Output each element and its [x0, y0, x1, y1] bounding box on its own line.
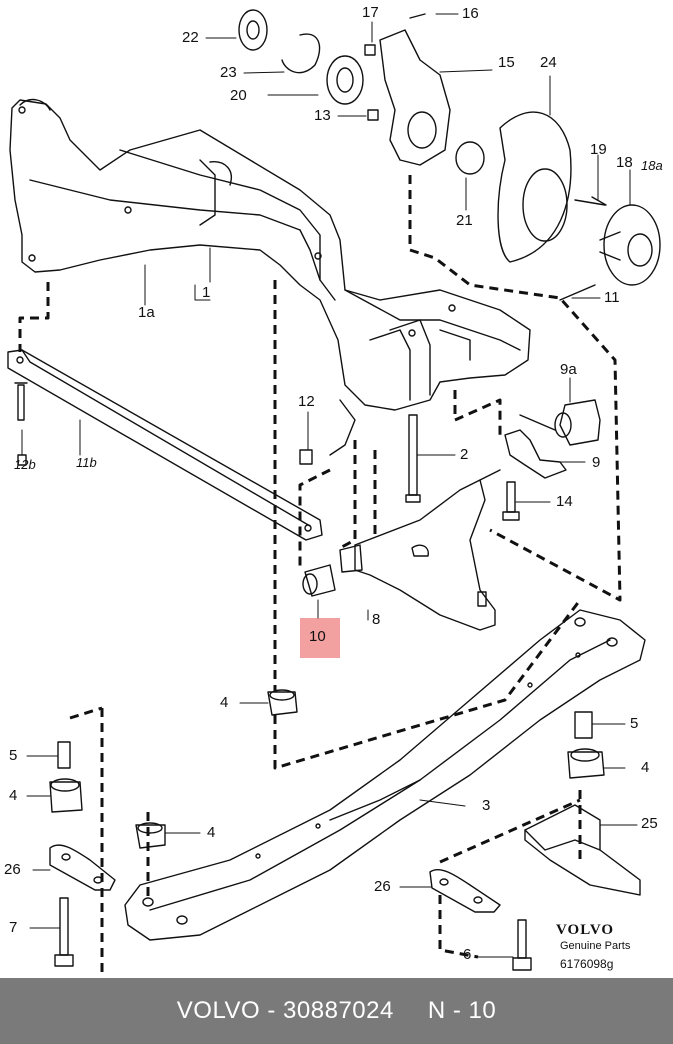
callout-18a: 18a	[641, 158, 663, 173]
callout-9a: 9a	[560, 361, 577, 378]
callout-16: 16	[462, 5, 479, 22]
footer-brand: VOLVO	[176, 997, 261, 1024]
callout-11b: 11b	[76, 455, 97, 470]
callout-4-lower: 4	[207, 824, 216, 841]
volvo-logo-text: VOLVO	[556, 922, 615, 938]
callout-8: 8	[372, 611, 381, 628]
callout-10: 10	[309, 628, 326, 645]
callout-14: 14	[556, 493, 573, 510]
part-footer-bar: VOLVO - 30887024 N - 10	[0, 978, 673, 1044]
callout-1a: 1a	[138, 304, 155, 321]
callout-6: 6	[463, 946, 472, 963]
callout-19: 19	[590, 141, 607, 158]
callout-4-center: 4	[220, 694, 229, 711]
callout-26-right: 26	[374, 878, 391, 895]
footer-position: N - 10	[427, 997, 497, 1024]
callout-5-left: 5	[9, 747, 18, 764]
callout-26-left: 26	[4, 861, 21, 878]
footer-sep: -	[260, 997, 284, 1024]
genuine-parts-text: Genuine Parts	[560, 940, 631, 952]
rear-crossmember	[124, 609, 646, 941]
callout-3: 3	[482, 797, 491, 814]
callout-24: 24	[540, 54, 557, 71]
callout-4-left: 4	[9, 787, 18, 804]
callout-12: 12	[298, 393, 315, 410]
callout-11: 11	[604, 289, 620, 306]
callout-22: 22	[182, 29, 199, 46]
hub-knuckle	[238, 9, 661, 301]
callout-25: 25	[641, 815, 658, 832]
callout-21: 21	[456, 212, 473, 229]
callout-13: 13	[314, 107, 331, 124]
callout-5-right: 5	[630, 715, 639, 732]
leader-lines	[21, 13, 638, 958]
callout-17: 17	[362, 4, 379, 21]
callout-2: 2	[460, 446, 469, 463]
assembly-guides	[18, 175, 622, 978]
mounts	[49, 689, 641, 971]
exploded-view-drawing	[7, 9, 661, 978]
callout-18: 18	[616, 154, 633, 171]
drawing-code: 6176098g	[560, 957, 614, 971]
control-arm	[302, 469, 501, 631]
callout-23: 23	[220, 64, 237, 81]
front-subframe	[9, 98, 531, 456]
callout-1: 1	[202, 284, 211, 301]
callout-9: 9	[592, 454, 601, 471]
highlight-box	[300, 618, 340, 658]
callout-15: 15	[498, 54, 515, 71]
callout-20: 20	[230, 87, 247, 104]
bushing-bracket	[504, 399, 601, 479]
callout-7: 7	[9, 919, 18, 936]
callout-4-right: 4	[641, 759, 650, 776]
support-bar	[7, 349, 323, 541]
callout-12b: 12b	[14, 457, 36, 472]
bolts	[17, 414, 520, 521]
footer-part-number: 30887024	[283, 997, 394, 1024]
